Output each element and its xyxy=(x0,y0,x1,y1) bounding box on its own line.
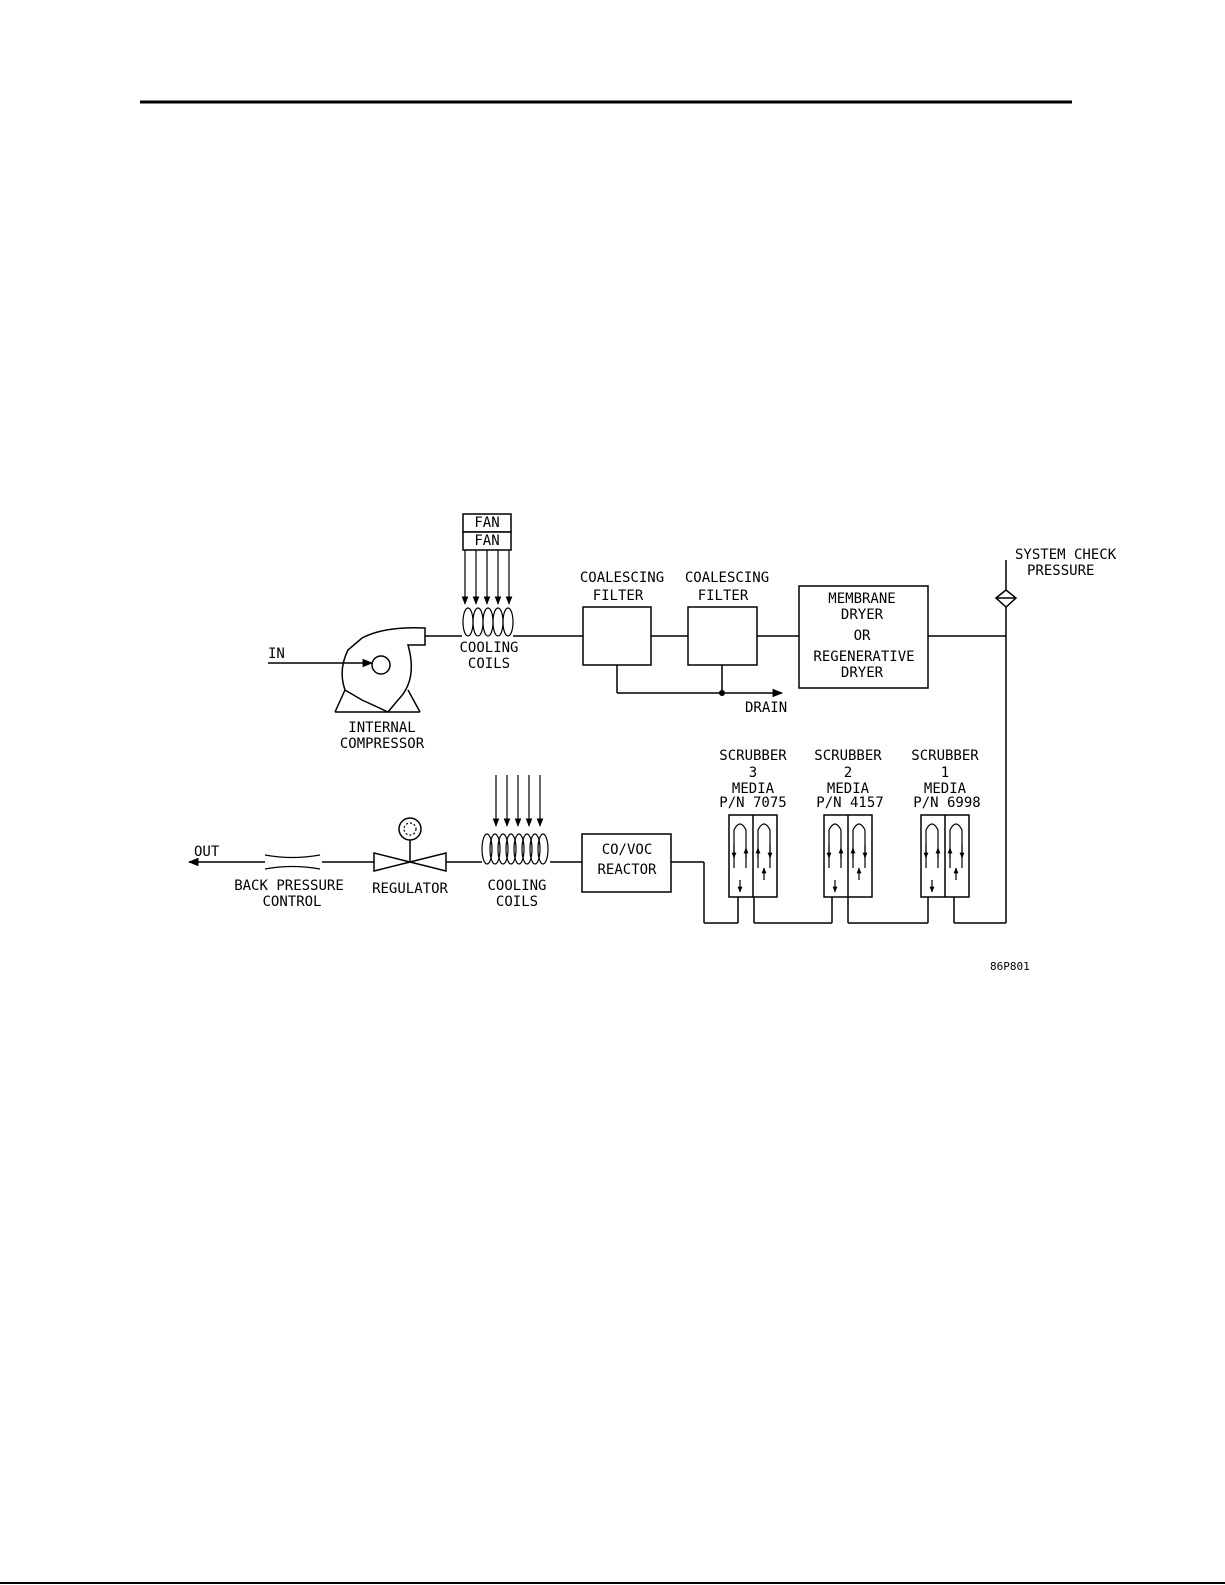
cooling-coils-top-icon xyxy=(463,608,513,636)
scrubber-3-label-4: P/N 7075 xyxy=(719,795,786,811)
scrubber-2-label-2: 2 xyxy=(844,765,852,781)
coalescing-filter-1-label-1: COALESCING xyxy=(580,570,664,586)
back-pressure-control-label-1: BACK PRESSURE xyxy=(234,878,344,894)
coalescing-filter-1-box xyxy=(583,607,651,665)
coalescing-filter-2-label-2: FILTER xyxy=(698,588,749,604)
regulator-icon xyxy=(374,818,446,871)
in-label: IN xyxy=(268,646,285,662)
back-pressure-control-label-2: CONTROL xyxy=(262,894,321,910)
drain-line xyxy=(617,665,782,696)
dryer-label-1: MEMBRANE xyxy=(828,591,895,607)
airflow-arrows-bottom xyxy=(496,775,540,826)
scrubber-2-label-4: P/N 4157 xyxy=(816,795,883,811)
scrubber-1-label-1: SCRUBBER xyxy=(911,748,979,764)
cooling-coils-top-label-2: COILS xyxy=(468,656,510,672)
scrubber-2-icon xyxy=(824,815,872,897)
internal-compressor-label-1: INTERNAL xyxy=(348,720,415,736)
dryer-label-2: DRYER xyxy=(841,607,884,623)
cooling-coils-bottom-icon xyxy=(482,834,548,864)
regulator-label: REGULATOR xyxy=(372,881,448,897)
scrubber-1-icon xyxy=(921,815,969,897)
back-pressure-control-icon xyxy=(265,855,320,869)
scrubber-3-label-2: 3 xyxy=(749,765,757,781)
scrubber-3-label-1: SCRUBBER xyxy=(719,748,787,764)
reactor-label-2: REACTOR xyxy=(597,862,657,878)
compressor-icon xyxy=(335,628,425,712)
coalescing-filter-2-box xyxy=(688,607,757,665)
coalescing-filter-1-label-2: FILTER xyxy=(593,588,644,604)
check-valve-icon xyxy=(996,590,1016,607)
coalescing-filter-2-label-1: COALESCING xyxy=(685,570,769,586)
system-check-label-2: PRESSURE xyxy=(1027,563,1094,579)
dryer-label-5: DRYER xyxy=(841,665,884,681)
airflow-arrows-top xyxy=(465,550,509,604)
cooling-coils-bottom-label-1: COOLING xyxy=(487,878,546,894)
dryer-label-3: OR xyxy=(854,628,871,644)
cooling-coils-top-label-1: COOLING xyxy=(459,640,518,656)
dryer-label-4: REGENERATIVE xyxy=(813,649,914,665)
cooling-coils-bottom-label-2: COILS xyxy=(496,894,538,910)
out-label: OUT xyxy=(194,844,220,860)
system-check-label-1: SYSTEM CHECK xyxy=(1015,547,1117,563)
scrubber-1-label-2: 1 xyxy=(941,765,949,781)
internal-compressor-label-2: COMPRESSOR xyxy=(340,736,425,752)
drain-label: DRAIN xyxy=(745,700,787,716)
scrubber-2-label-1: SCRUBBER xyxy=(814,748,882,764)
reactor-label-1: CO/VOC xyxy=(602,842,653,858)
fan-label-bottom: FAN xyxy=(474,533,499,549)
scrubber-1-label-4: P/N 6998 xyxy=(913,795,980,811)
figure-id: 86P801 xyxy=(990,960,1030,973)
scrubber-3-icon xyxy=(729,815,777,897)
fan-label-top: FAN xyxy=(474,515,499,531)
